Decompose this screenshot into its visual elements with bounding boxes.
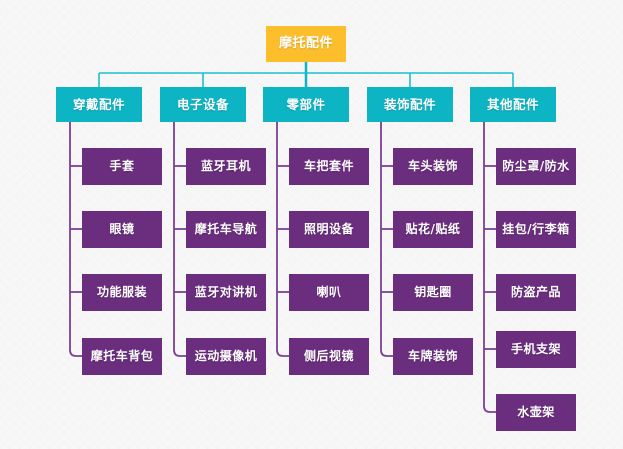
node-branch-4[interactable]: 装饰配件: [367, 87, 453, 122]
node-leaf-5-4[interactable]: 手机支架: [496, 331, 576, 368]
node-leaf-5-3-label: 防盗产品: [510, 284, 561, 299]
node-leaf-1-4[interactable]: 摩托车背包: [82, 338, 162, 375]
node-leaf-4-1-label: 车头装饰: [407, 158, 458, 173]
node-leaf-1-2-label: 眼镜: [109, 221, 135, 236]
node-leaf-1-3-label: 功能服装: [96, 284, 147, 299]
connector-branch-trunk-2: [173, 122, 186, 357]
node-leaf-1-3[interactable]: 功能服装: [82, 274, 162, 311]
node-leaf-1-2[interactable]: 眼镜: [82, 211, 162, 248]
node-branch-3-label: 零部件: [286, 96, 326, 112]
node-leaf-2-3[interactable]: 蓝牙对讲机: [186, 274, 266, 311]
node-leaf-4-3[interactable]: 钥匙圈: [393, 274, 473, 311]
node-leaf-3-1[interactable]: 车把套件: [289, 148, 369, 185]
node-leaf-3-2-label: 照明设备: [303, 221, 354, 236]
node-branch-3[interactable]: 零部件: [263, 87, 349, 122]
node-leaf-1-4-label: 摩托车背包: [90, 348, 154, 363]
node-leaf-2-4-label: 运动摄像机: [194, 348, 258, 363]
node-leaf-4-2[interactable]: 贴花/贴纸: [393, 211, 473, 248]
node-branch-4-label: 装饰配件: [383, 96, 436, 112]
node-branch-2[interactable]: 电子设备: [160, 87, 246, 122]
node-branch-2-label: 电子设备: [176, 96, 229, 112]
node-leaf-4-1[interactable]: 车头装饰: [393, 148, 473, 185]
node-leaf-5-2-label: 挂包/行李箱: [502, 221, 570, 236]
node-root[interactable]: 摩托配件: [266, 26, 346, 62]
connector-branch-trunk-1: [69, 122, 82, 357]
node-leaf-3-4[interactable]: 侧后视镜: [289, 338, 369, 375]
node-leaf-5-1[interactable]: 防尘罩/防水: [496, 148, 576, 185]
node-leaf-3-1-label: 车把套件: [303, 158, 354, 173]
node-leaf-4-3-label: 钥匙圈: [414, 284, 452, 299]
node-leaf-2-3-label: 蓝牙对讲机: [194, 284, 258, 299]
node-leaf-1-1-label: 手套: [109, 158, 135, 173]
node-leaf-5-2[interactable]: 挂包/行李箱: [496, 211, 576, 248]
node-leaf-4-4[interactable]: 车牌装饰: [393, 338, 473, 375]
node-leaf-4-2-label: 贴花/贴纸: [405, 221, 461, 236]
node-branch-1-label: 穿戴配件: [72, 96, 125, 112]
node-branch-1[interactable]: 穿戴配件: [56, 87, 142, 122]
node-leaf-5-4-label: 手机支架: [510, 341, 561, 356]
connector-branch-trunk-4: [380, 122, 393, 357]
node-leaf-3-4-label: 侧后视镜: [303, 348, 354, 363]
node-leaf-3-3[interactable]: 喇叭: [289, 274, 369, 311]
node-leaf-1-1[interactable]: 手套: [82, 148, 162, 185]
node-leaf-3-2[interactable]: 照明设备: [289, 211, 369, 248]
connector-branch-trunk-5: [483, 122, 496, 413]
node-leaf-2-1-label: 蓝牙耳机: [200, 158, 251, 173]
node-leaf-5-3[interactable]: 防盗产品: [496, 274, 576, 311]
node-leaf-5-5[interactable]: 水壶架: [496, 394, 576, 431]
node-leaf-2-4[interactable]: 运动摄像机: [186, 338, 266, 375]
node-leaf-2-2[interactable]: 摩托车导航: [186, 211, 266, 248]
node-leaf-2-2-label: 摩托车导航: [194, 221, 258, 236]
node-leaf-3-3-label: 喇叭: [316, 284, 342, 299]
connector-branch-trunk-3: [276, 122, 289, 357]
node-root-label: 摩托配件: [278, 35, 333, 51]
node-branch-5[interactable]: 其他配件: [470, 87, 556, 122]
node-leaf-5-1-label: 防尘罩/防水: [502, 158, 570, 173]
node-leaf-4-4-label: 车牌装饰: [407, 348, 458, 363]
node-leaf-2-1[interactable]: 蓝牙耳机: [186, 148, 266, 185]
node-branch-5-label: 其他配件: [486, 96, 539, 112]
node-leaf-5-5-label: 水壶架: [517, 404, 555, 419]
